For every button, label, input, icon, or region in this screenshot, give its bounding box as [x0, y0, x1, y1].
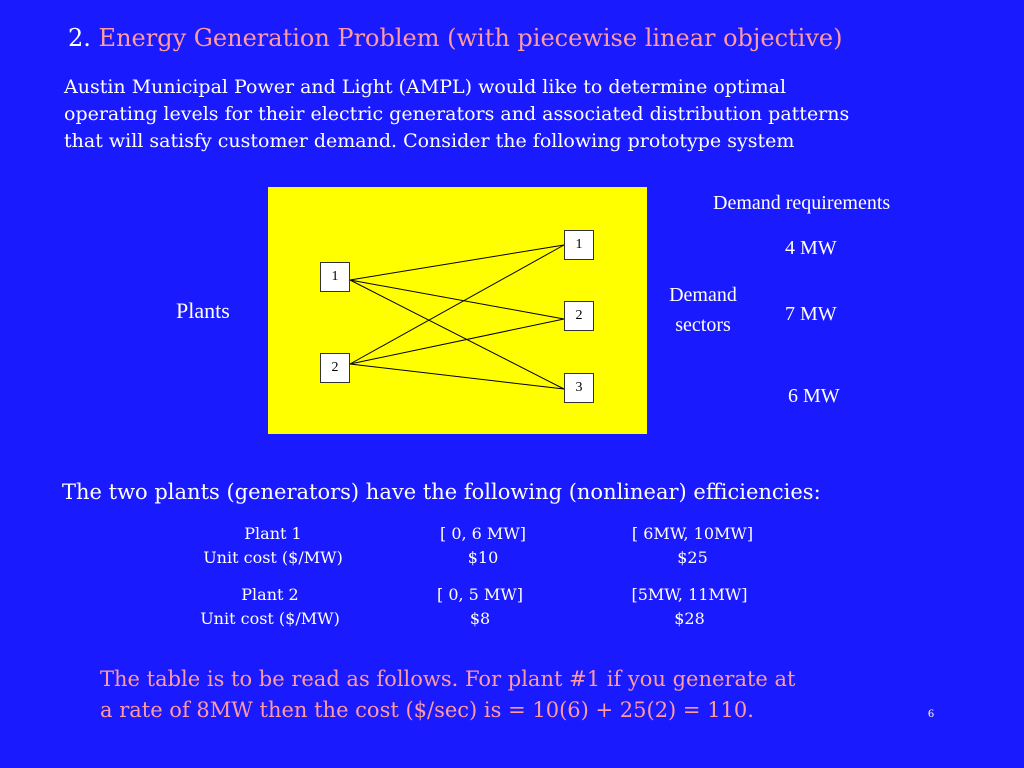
plant-node-2: 2 — [320, 353, 350, 383]
plant2-cost1: $8 — [469, 609, 491, 628]
efficiency-intro: The two plants (generators) have the fol… — [62, 480, 821, 504]
edge-p2-s2 — [349, 318, 565, 365]
plant2-range2: [5MW, 11MW] — [631, 585, 748, 604]
plant1-range2: [ 6MW, 10MW] — [631, 524, 754, 543]
reading-note: The table is to be read as follows. For … — [100, 664, 940, 726]
edge-p1-s1 — [349, 244, 565, 281]
slide-title: 2. Energy Generation Problem (with piece… — [68, 24, 842, 52]
edge-p1-s3 — [349, 279, 565, 390]
sector-node-1: 1 — [564, 230, 594, 260]
demand-sectors-label: Demand sectors — [656, 280, 750, 340]
edge-p2-s3 — [349, 363, 565, 390]
demand-sectors-line: Demand — [669, 284, 737, 306]
note-line: The table is to be read as follows. For … — [100, 667, 796, 691]
demand-value-3: 6 MW — [788, 385, 840, 407]
plant2-name: Plant 2 — [241, 585, 299, 604]
demand-requirements-header: Demand requirements — [713, 192, 891, 214]
network-diagram: 1 2 1 2 3 — [268, 187, 647, 434]
demand-value-1: 4 MW — [785, 237, 837, 259]
demand-sectors-line: sectors — [675, 314, 731, 336]
title-number: 2. — [68, 24, 91, 52]
demand-value-2: 7 MW — [785, 303, 837, 325]
plant2-cost-label: Unit cost ($/MW) — [200, 609, 340, 628]
plant2-cost2: $28 — [674, 609, 705, 628]
edge-p2-s1 — [349, 244, 565, 365]
plant-node-1: 1 — [320, 262, 350, 292]
edge-p1-s2 — [349, 279, 565, 320]
plant1-range1: [ 0, 6 MW] — [439, 524, 526, 543]
plant1-name: Plant 1 — [244, 524, 302, 543]
network-edges — [349, 244, 565, 390]
intro-line: that will satisfy customer demand. Consi… — [64, 130, 795, 152]
note-line: a rate of 8MW then the cost ($/sec) is =… — [100, 698, 754, 722]
sector-node-3: 3 — [564, 373, 594, 403]
page-number: 6 — [928, 706, 934, 720]
sector-node-2: 2 — [564, 301, 594, 331]
plants-label: Plants — [176, 298, 230, 323]
intro-paragraph: Austin Municipal Power and Light (AMPL) … — [64, 74, 984, 155]
title-text: Energy Generation Problem (with piecewis… — [98, 24, 843, 52]
plant1-cost2: $25 — [677, 548, 708, 567]
intro-line: Austin Municipal Power and Light (AMPL) … — [64, 76, 787, 98]
intro-line: operating levels for their electric gene… — [64, 103, 850, 125]
plant2-range1: [ 0, 5 MW] — [436, 585, 523, 604]
plant1-cost-label: Unit cost ($/MW) — [203, 548, 343, 567]
plant1-cost1: $10 — [467, 548, 499, 567]
